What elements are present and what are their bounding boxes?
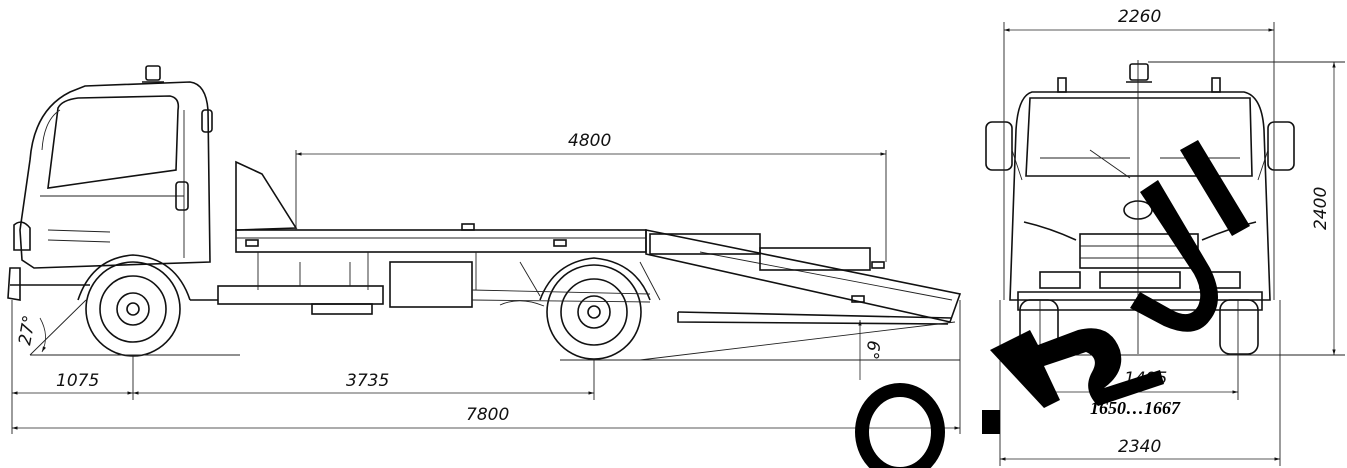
dim-height-label: 2400: [1311, 187, 1331, 230]
watermark-letter-u: [1130, 140, 1250, 332]
dim-overall-length-label: 7800: [466, 405, 509, 425]
dim-platform-angle-label: 6°: [861, 340, 883, 361]
dim-height: 2400: [1148, 61, 1345, 355]
approach-angle-line: [29, 299, 87, 356]
dim-wheelbase-label: 3735: [346, 371, 389, 391]
flatbed-platform: [235, 160, 962, 325]
front-wheel: [77, 254, 191, 357]
dim-overhang-wheelbase: 1075 3735: [11, 300, 595, 434]
dim-overall-length: 7800: [12, 300, 961, 434]
dim-platform-length: 4800: [295, 131, 887, 262]
rear-wheel: [539, 257, 651, 360]
platform-angle-line: [639, 321, 956, 361]
watermark-letter-r: [990, 328, 1164, 408]
dim-overall-width: 2340: [999, 300, 1281, 466]
watermark-logo: [855, 140, 1250, 468]
side-view: 4800 1075 3735 7800 27° 6°: [7, 65, 962, 434]
chassis-frame: [190, 261, 661, 315]
dim-overall-width-label: 2340: [1118, 437, 1161, 457]
watermark-dot: [982, 410, 1000, 434]
dim-approach-angle-label: 27°: [15, 314, 40, 347]
dim-platform-length-label: 4800: [568, 131, 611, 151]
watermark-o-ring: [855, 383, 945, 468]
truck-cab: [7, 65, 213, 301]
dim-top-width-label: 2260: [1118, 7, 1161, 27]
dim-top-width: 2260: [1003, 7, 1275, 300]
dim-track-range-label: 1650…1667: [1090, 398, 1181, 418]
dim-front-overhang-label: 1075: [56, 371, 99, 391]
